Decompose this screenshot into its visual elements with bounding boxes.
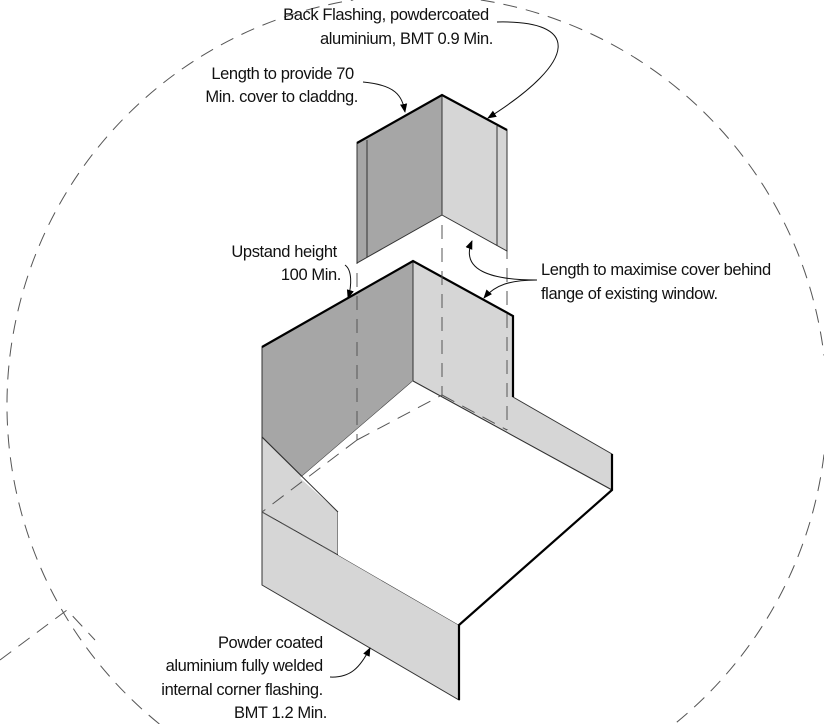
leader-maximise-up <box>465 240 538 281</box>
label-upstand: Upstand height 100 Min. <box>231 243 341 284</box>
leader-maximise-right <box>483 279 538 299</box>
leader-upstand <box>344 264 354 299</box>
detail-boundary-circle <box>6 0 824 724</box>
internal-corner-flashing <box>261 225 614 701</box>
label-length-cover: Length to provide 70 Min. cover to cladd… <box>205 65 358 106</box>
leader-length-cover <box>362 81 408 113</box>
back-flashing <box>356 93 508 264</box>
label-back-flashing: Back Flashing, powdercoated aluminium, B… <box>283 6 493 48</box>
label-maximise-cover: Length to maximise cover behind flange o… <box>541 261 775 303</box>
detail-break-line <box>0 609 96 661</box>
label-corner-flashing: Powder coated aluminium fully welded int… <box>161 634 327 722</box>
floor <box>300 381 612 625</box>
leader-back-flashing <box>487 21 559 119</box>
leader-corner-flashing <box>329 647 371 678</box>
